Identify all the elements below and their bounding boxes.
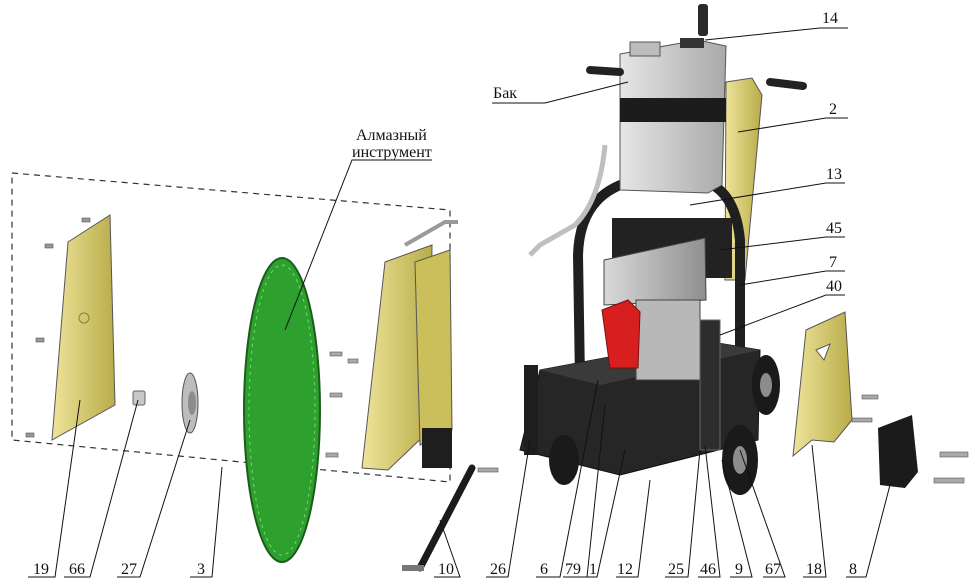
guard-18: [792, 311, 853, 458]
callout-66: 66: [69, 561, 85, 578]
bolts-left: [25, 217, 91, 438]
callout-12: 12: [617, 561, 633, 578]
callout-diamond-line2: инструмент: [352, 144, 432, 161]
callout-13: 13: [826, 166, 842, 183]
callout-6: 6: [540, 561, 548, 578]
cover-8: [878, 415, 918, 488]
callout-18: 18: [806, 561, 822, 578]
callout-9: 9: [735, 561, 743, 578]
leader-lines: [28, 27, 891, 578]
callout-tank: Бак: [493, 85, 518, 102]
callout-diamond-line1: Алмазный: [356, 127, 427, 144]
callout-3: 3: [197, 561, 205, 578]
engine-45: [528, 144, 732, 381]
nut-66: [132, 390, 146, 406]
callout-25: 25: [668, 561, 684, 578]
callout-14: 14: [822, 10, 838, 27]
callout-19: 19: [33, 561, 49, 578]
knob-14: [698, 4, 708, 36]
belt-assembly: [699, 319, 721, 451]
diamond-blade: [243, 257, 321, 563]
callout-1: 1: [589, 561, 597, 578]
callout-67: 67: [765, 561, 781, 578]
lever-10: [402, 464, 476, 572]
bolts-right: [477, 394, 969, 484]
callout-46: 46: [700, 561, 716, 578]
callout-7: 7: [829, 254, 837, 271]
callout-26: 26: [490, 561, 506, 578]
flange-27: [181, 372, 199, 434]
callout-40: 40: [826, 278, 842, 295]
callout-8: 8: [849, 561, 857, 578]
bolts-guard: [325, 351, 359, 458]
side-plate-19: [51, 214, 116, 441]
callout-2: 2: [829, 101, 837, 118]
callout-79: 79: [565, 561, 581, 578]
callout-27: 27: [121, 561, 137, 578]
callout-45: 45: [826, 220, 842, 237]
callout-10: 10: [438, 561, 454, 578]
fuel-tank: [586, 38, 807, 194]
blade-guard: [361, 220, 458, 471]
